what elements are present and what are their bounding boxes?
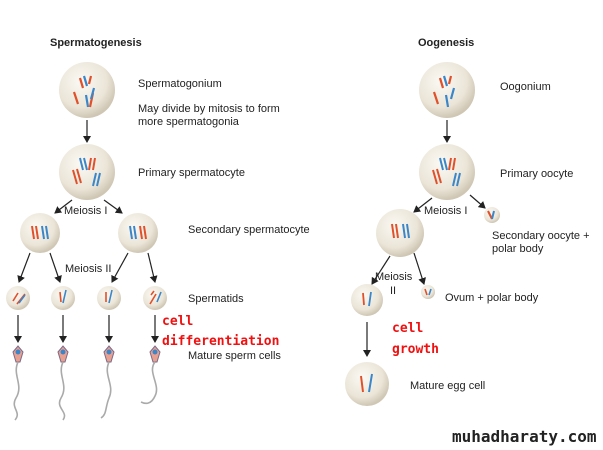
cell-growth-annotation-line2: growth (392, 342, 439, 357)
arrow (413, 197, 433, 213)
arrow (371, 255, 391, 285)
secondary-oocyte-label-line2: polar body (492, 243, 544, 255)
spermatid-cells (6, 286, 167, 310)
secondary-spermatocyte-label: Secondary spermatocyte (188, 224, 310, 236)
arrow (147, 252, 158, 283)
cell-differentiation-annotation-line1: cell (162, 314, 193, 329)
meiosis-ii-label-line2: II (390, 285, 396, 297)
secondary-spermatocyte-cells (20, 213, 158, 253)
arrow (111, 252, 129, 283)
sperm-cells (12, 345, 161, 421)
arrow (49, 252, 62, 283)
arrow (413, 252, 426, 285)
meiosis-ii-label: Meiosis II (65, 263, 111, 275)
oogenesis-title: Oogenesis (418, 37, 474, 49)
secondary-oocyte-label-line1: Secondary oocyte + (492, 230, 590, 242)
ovum-label: Ovum + polar body (445, 292, 539, 304)
mature-egg-cell (345, 362, 389, 406)
arrow (469, 194, 486, 209)
oogonium-cell (419, 62, 475, 118)
spermatogonium-label: Spermatogonium (138, 78, 222, 90)
meiosis-ii-label-line1: Meiosis (375, 271, 413, 283)
mature-sperm-label: Mature sperm cells (188, 350, 281, 362)
primary-oocyte-cell (419, 144, 475, 200)
primary-spermatocyte-label: Primary spermatocyte (138, 167, 245, 179)
ovum-cell (351, 284, 435, 316)
arrow (54, 199, 73, 214)
primary-spermatocyte-cell (59, 144, 115, 200)
spermatids-label: Spermatids (188, 293, 244, 305)
arrow (17, 252, 31, 283)
meiosis-i-label: Meiosis I (64, 205, 107, 217)
secondary-oocyte-cell (376, 207, 500, 257)
cell-differentiation-annotation-line2: differentiation (162, 334, 279, 349)
spermatogenesis-title: Spermatogenesis (50, 37, 142, 49)
arrow (103, 199, 123, 214)
mature-egg-label: Mature egg cell (410, 380, 485, 392)
cell-growth-annotation-line1: cell (392, 321, 423, 336)
spermatogonium-cell (59, 62, 115, 118)
primary-oocyte-label: Primary oocyte (500, 168, 573, 180)
polar-body (421, 285, 435, 299)
watermark: muhadharaty.com (452, 427, 597, 446)
meiosis-i-label: Meiosis I (424, 205, 467, 217)
mitosis-note-line2: more spermatogonia (138, 116, 240, 128)
oogonium-label: Oogonium (500, 81, 551, 93)
mitosis-note-line1: May divide by mitosis to form (138, 103, 280, 115)
